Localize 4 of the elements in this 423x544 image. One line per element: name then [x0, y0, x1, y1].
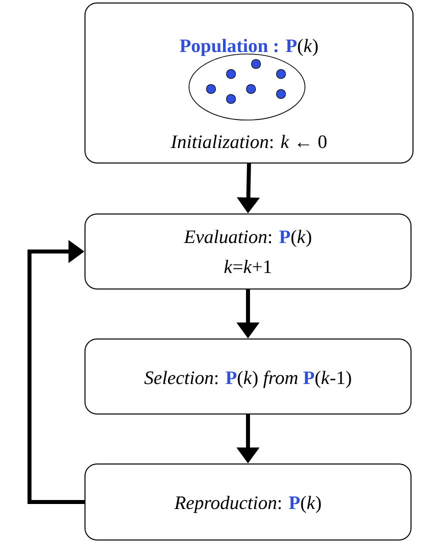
arrow [28, 240, 84, 504]
process-box: Selection: P(k) from P(k-1) [84, 338, 412, 414]
process-box: Evaluation: P(k) k=k+1 [84, 214, 412, 290]
process-box: Reproduction: P(k) [84, 464, 412, 540]
